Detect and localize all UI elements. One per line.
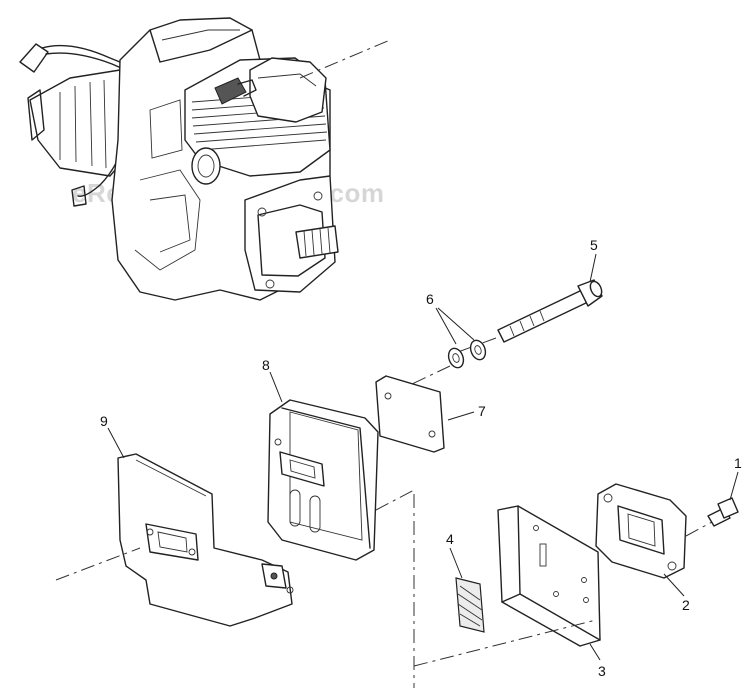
callout-9: 9 [100, 413, 108, 429]
callout-leader-3 [589, 643, 601, 661]
assembly-line [375, 489, 415, 511]
part-5-bolt [457, 279, 603, 353]
callout-leader-1 [729, 471, 739, 501]
callout-5: 5 [590, 237, 598, 253]
part-8-muffler [267, 399, 379, 561]
callout-leader-4 [449, 547, 463, 579]
callout-3: 3 [598, 663, 606, 679]
part-2-flange [595, 483, 713, 579]
part-4-screen [455, 577, 485, 633]
callout-leader-6 [435, 307, 475, 345]
callout-leader-8 [269, 371, 283, 403]
callout-leader-2 [663, 573, 685, 597]
callout-7: 7 [478, 403, 486, 419]
callout-leader-9 [107, 427, 125, 459]
callout-leader-7 [447, 411, 475, 421]
callout-4: 4 [446, 531, 454, 547]
callout-6: 6 [426, 291, 434, 307]
part-9-heat-shield [55, 453, 294, 627]
part-1-bolt [707, 497, 739, 527]
part-6-washers [411, 339, 487, 385]
callout-1: 1 [734, 455, 742, 471]
callout-2: 2 [682, 597, 690, 613]
callout-8: 8 [262, 357, 270, 373]
part-7-gasket [375, 375, 445, 453]
part-3-plate [497, 505, 601, 647]
engine-assembly [19, 17, 391, 301]
assembly-line [413, 619, 597, 667]
callout-leader-5 [589, 253, 597, 283]
